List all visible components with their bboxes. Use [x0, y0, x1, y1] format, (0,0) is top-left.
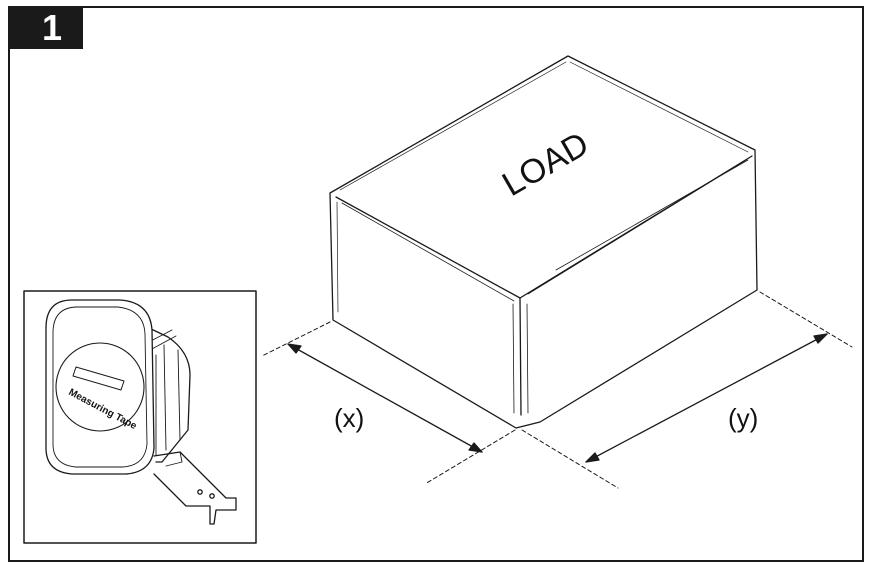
extension-lines	[261, 291, 853, 489]
figure-frame	[8, 6, 864, 562]
dimension-arrow-x	[287, 343, 483, 453]
measuring-tape-icon	[45, 299, 237, 525]
dimension-arrow-y	[585, 333, 828, 463]
step-number-badge: 1	[8, 6, 83, 49]
load-box	[329, 55, 758, 429]
dimension-x-label: (x)	[334, 403, 364, 433]
dimension-y-label: (y)	[728, 403, 758, 433]
